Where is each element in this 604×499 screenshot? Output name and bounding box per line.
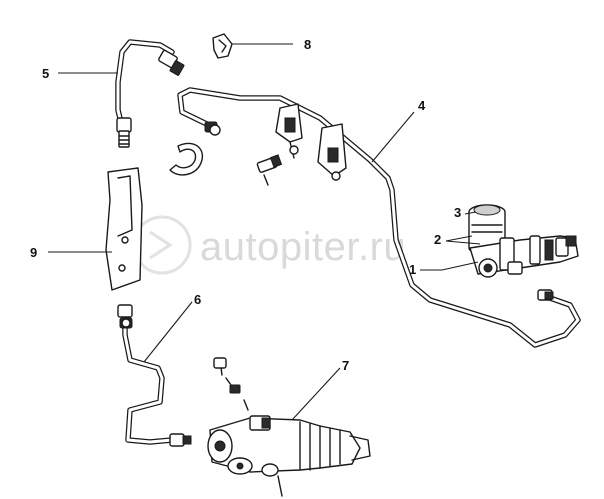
pipe-clamp-bracket-left xyxy=(275,103,303,159)
callout-6: 6 xyxy=(194,292,201,307)
watermark: autopiter.ru xyxy=(132,215,406,275)
master-cylinder-assembly xyxy=(468,204,579,278)
mounting-bracket xyxy=(105,167,143,291)
watermark-text: autopiter.ru xyxy=(200,225,406,269)
flexible-hose-lower xyxy=(117,304,192,447)
callout-2: 2 xyxy=(434,232,441,247)
callout-1: 1 xyxy=(409,262,416,277)
slave-cylinder xyxy=(207,357,371,497)
callout-7: 7 xyxy=(342,358,349,373)
watermark-logo-arrow-icon xyxy=(149,230,173,260)
callout-4: 4 xyxy=(418,98,426,113)
pipe-clamp-bracket-right xyxy=(317,123,347,181)
clutch-pipe-long xyxy=(177,87,581,348)
watermark-logo-icon xyxy=(132,215,192,275)
callout-9: 9 xyxy=(30,245,37,260)
flexible-hose-upper xyxy=(115,39,185,148)
callouts: 1 2 3 4 5 6 7 8 9 xyxy=(30,37,481,421)
retaining-clip-small xyxy=(212,33,233,59)
callout-5: 5 xyxy=(42,66,49,81)
callout-8: 8 xyxy=(304,37,311,52)
retaining-clip-c xyxy=(169,142,204,176)
mounting-bolt-left xyxy=(256,154,283,186)
callout-3: 3 xyxy=(454,205,461,220)
